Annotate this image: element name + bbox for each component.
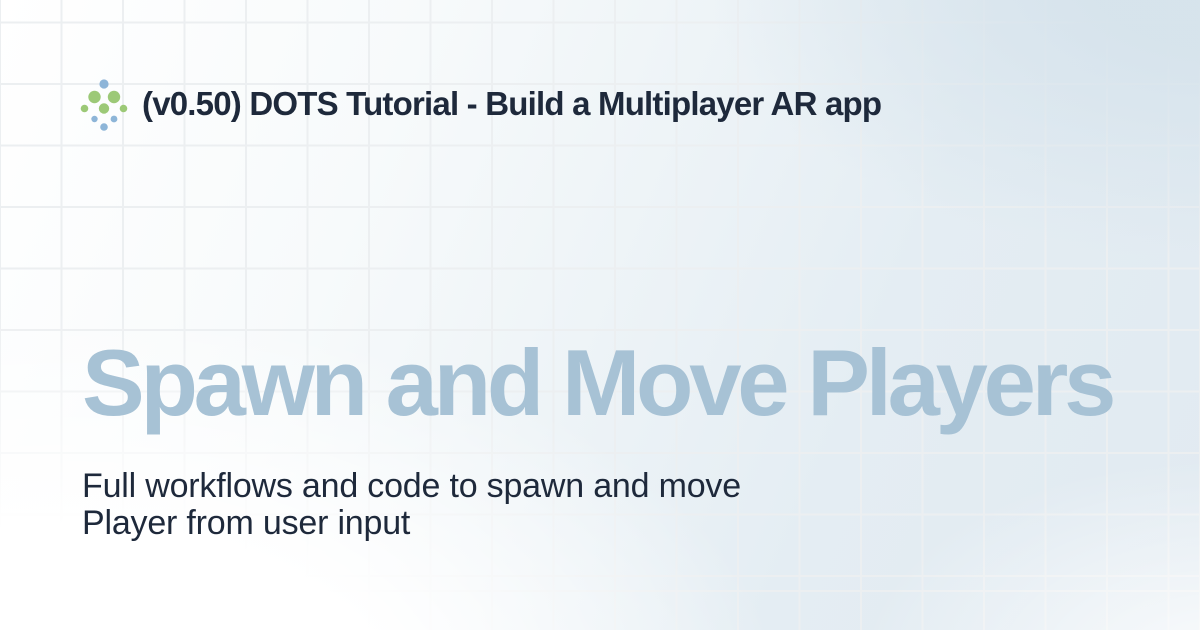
hero-subtitle-line-1: Full workflows and code to spawn and mov…: [82, 467, 741, 505]
dots-logo-icon: [80, 79, 128, 131]
hero-heading: Spawn and Move Players: [82, 330, 1116, 435]
hero-subtitle: Full workflows and code to spawn and mov…: [82, 468, 741, 542]
page-title: (v0.50) DOTS Tutorial - Build a Multipla…: [142, 85, 882, 122]
header: (v0.50) DOTS Tutorial - Build a Multipla…: [80, 76, 882, 132]
hero-subtitle-line-2: Player from user input: [82, 504, 411, 542]
